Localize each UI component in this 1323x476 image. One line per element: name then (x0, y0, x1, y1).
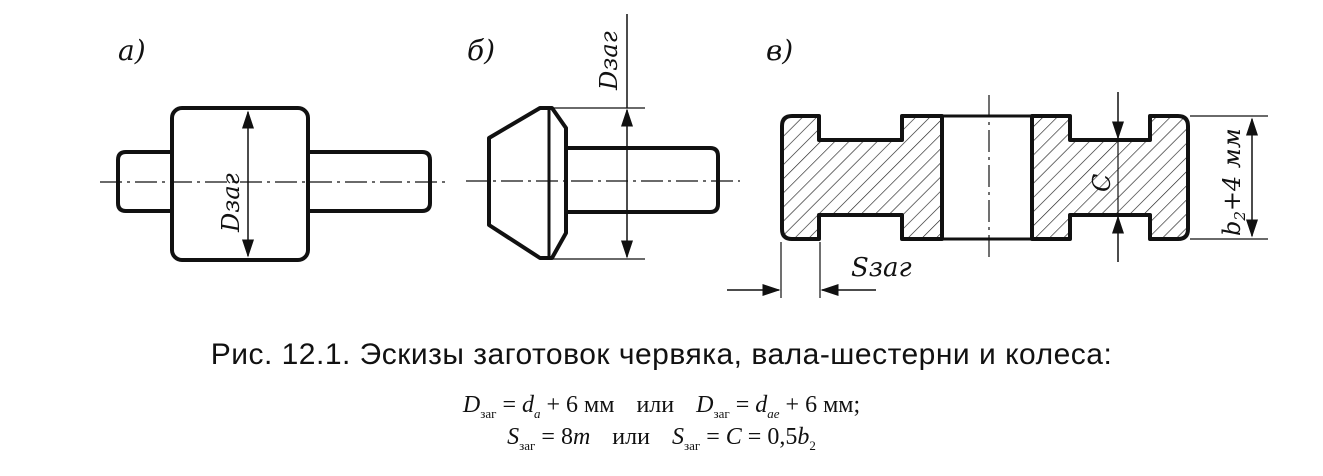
wheel-section-left (780, 114, 944, 241)
dimension-label-d-zag-a: Dзаг (217, 173, 245, 233)
sketch-b-shaft-gear: б) Dзаг (466, 14, 740, 260)
dimension-label-s-zag: Sзаг (851, 253, 912, 283)
sketch-v-wheel: в) b2+4 мм C Sзаг (727, 34, 1268, 298)
worm-body (170, 106, 310, 262)
label-v: в) (766, 34, 793, 67)
figure-sketches: а) Dзаг б) Dзаг в) b2+4 мм (100, 14, 1268, 298)
gear-cone (487, 106, 568, 260)
sketch-a-worm: а) Dзаг (100, 34, 447, 262)
gear-shaft (566, 146, 720, 214)
dimension-label-d-zag-b: Dзаг (595, 31, 623, 91)
wheel-section-right (1030, 114, 1190, 241)
figure-caption: Рис. 12.1. Эскизы заготовок червяка, вал… (210, 338, 1113, 371)
label-b: б) (467, 34, 495, 67)
dimension-label-c: C (1088, 174, 1116, 192)
label-a: а) (118, 34, 146, 67)
dimension-label-b2: b2+4 мм (1218, 128, 1249, 236)
